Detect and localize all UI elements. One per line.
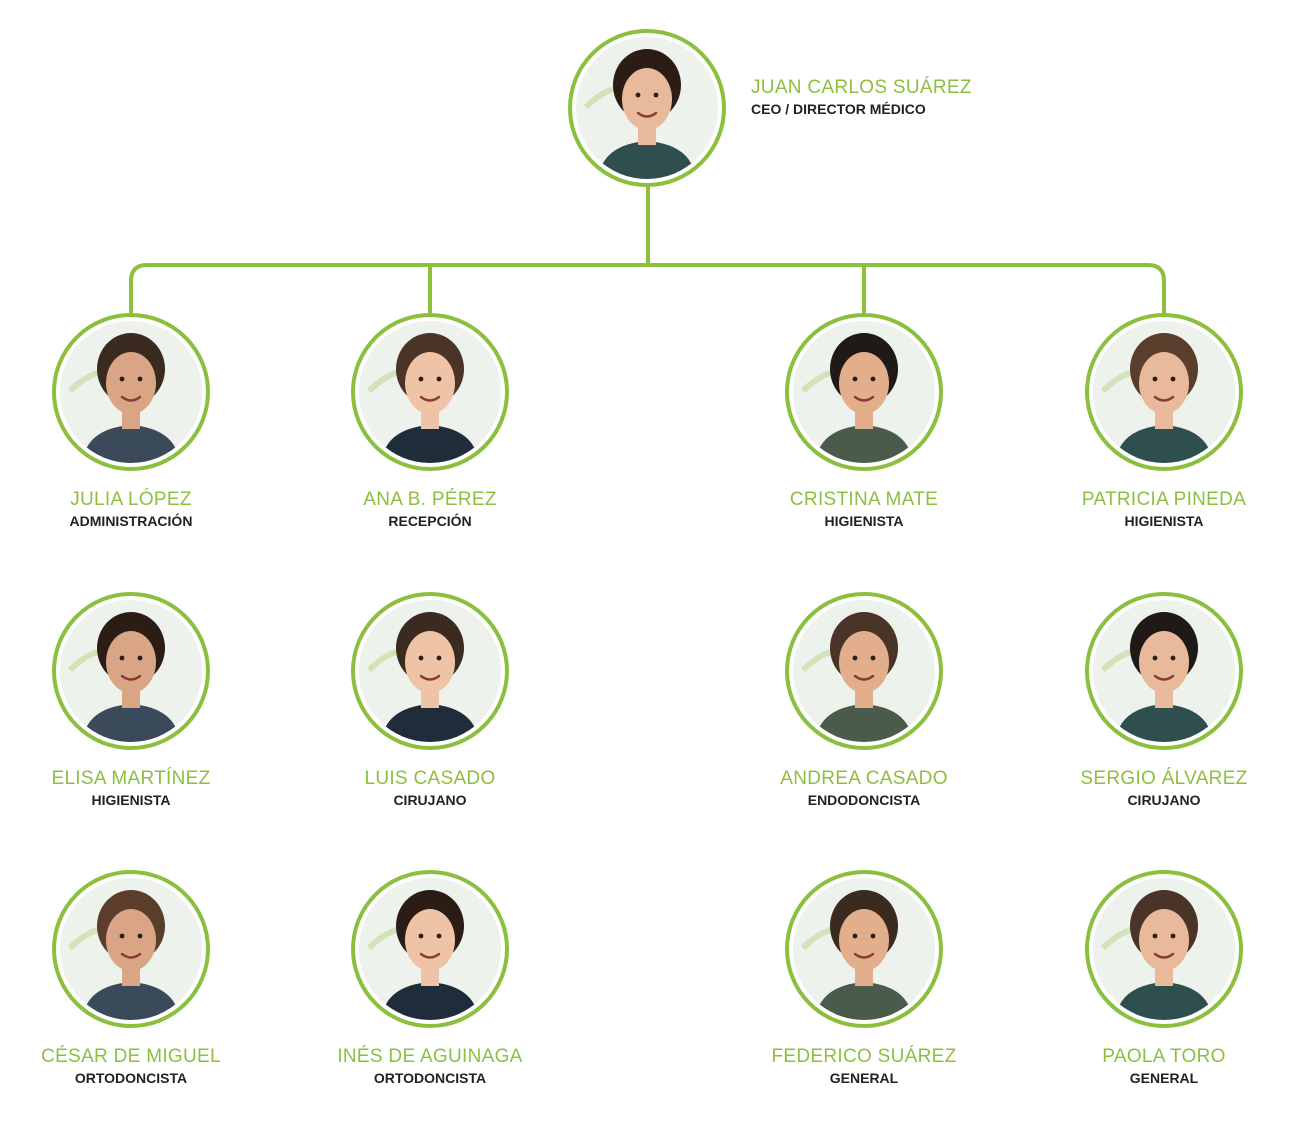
staff-role: HIGIENISTA — [824, 513, 904, 529]
person-photo-icon — [1093, 321, 1235, 463]
staff-role: ORTODONCISTA — [74, 1070, 188, 1086]
staff-role: ORTODONCISTA — [373, 1070, 487, 1086]
ceo-name: JUAN CARLOS SUÁREZ — [751, 77, 972, 98]
staff-avatar — [351, 313, 509, 471]
staff-name: LUIS CASADO — [364, 768, 496, 789]
staff-name: SERGIO ÁLVAREZ — [1080, 768, 1248, 789]
staff-avatar — [785, 313, 943, 471]
person-photo-icon — [1093, 600, 1235, 742]
staff-avatar — [52, 313, 210, 471]
staff-name: CÉSAR DE MIGUEL — [41, 1046, 221, 1067]
horizontal-branch-line — [129, 263, 1166, 314]
staff-role: ADMINISTRACIÓN — [69, 513, 193, 529]
staff-name: ANDREA CASADO — [780, 768, 948, 789]
staff-name: INÉS DE AGUINAGA — [337, 1046, 523, 1067]
person-photo-icon — [60, 321, 202, 463]
staff-role: RECEPCIÓN — [388, 513, 472, 529]
staff-role: CIRUJANO — [1127, 792, 1201, 808]
staff-name: JULIA LÓPEZ — [70, 489, 192, 510]
staff-avatar — [785, 870, 943, 1028]
staff-avatar — [1085, 313, 1243, 471]
staff-name: PAOLA TORO — [1102, 1046, 1226, 1067]
staff-avatar — [1085, 870, 1243, 1028]
ceo-avatar — [568, 29, 726, 187]
staff-name: FEDERICO SUÁREZ — [771, 1046, 957, 1067]
staff-name: CRISTINA MATE — [789, 489, 939, 510]
staff-avatar — [52, 870, 210, 1028]
ceo-role: CEO / DIRECTOR MÉDICO — [751, 101, 926, 117]
staff-avatar — [52, 592, 210, 750]
person-photo-icon — [576, 37, 718, 179]
staff-role: ENDODONCISTA — [807, 792, 921, 808]
person-photo-icon — [359, 600, 501, 742]
staff-avatar — [351, 592, 509, 750]
staff-role: CIRUJANO — [393, 792, 467, 808]
person-photo-icon — [1093, 878, 1235, 1020]
staff-name: ELISA MARTÍNEZ — [51, 768, 211, 789]
person-photo-icon — [359, 321, 501, 463]
person-photo-icon — [793, 878, 935, 1020]
person-photo-icon — [60, 600, 202, 742]
person-photo-icon — [793, 600, 935, 742]
staff-role: HIGIENISTA — [91, 792, 171, 808]
staff-name: ANA B. PÉREZ — [363, 489, 497, 510]
staff-name: PATRICIA PINEDA — [1081, 489, 1247, 510]
person-photo-icon — [793, 321, 935, 463]
staff-avatar — [1085, 592, 1243, 750]
staff-avatar — [785, 592, 943, 750]
staff-avatar — [351, 870, 509, 1028]
staff-role: HIGIENISTA — [1124, 513, 1204, 529]
person-photo-icon — [60, 878, 202, 1020]
staff-role: GENERAL — [829, 1070, 899, 1086]
staff-role: GENERAL — [1129, 1070, 1199, 1086]
person-photo-icon — [359, 878, 501, 1020]
